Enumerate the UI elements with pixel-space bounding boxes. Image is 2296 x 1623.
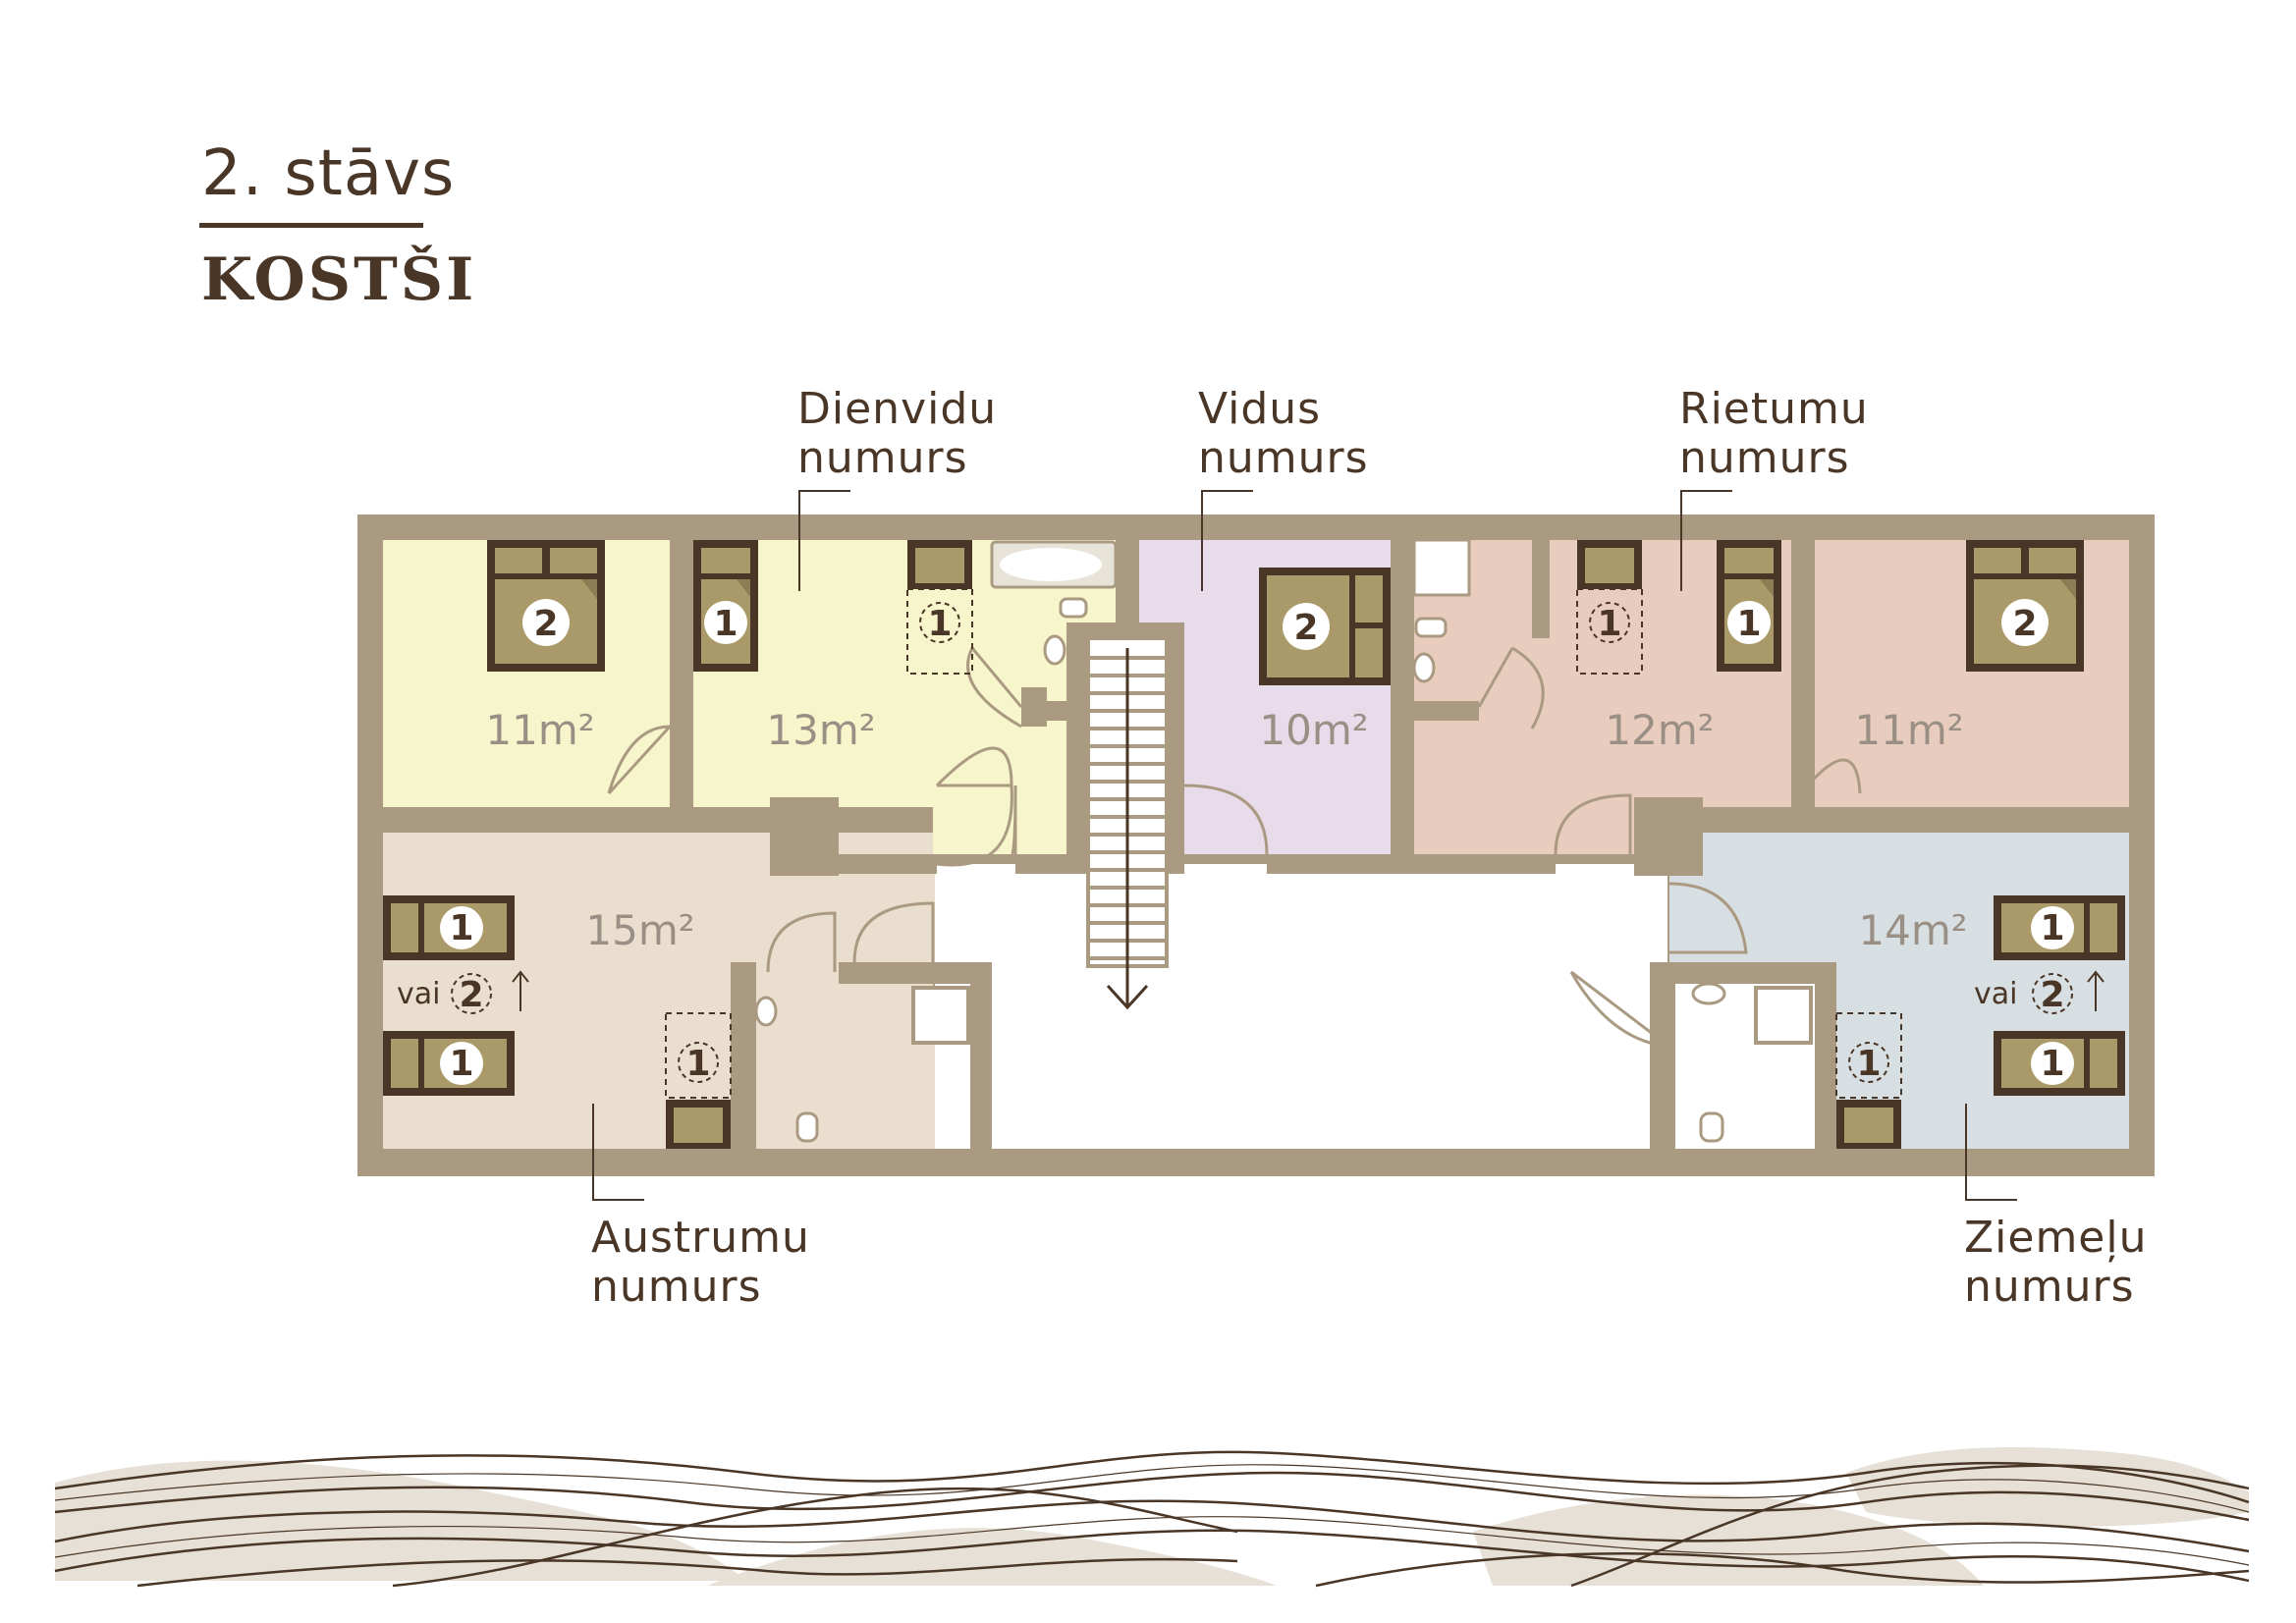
room-label-line: numurs [797, 433, 968, 483]
single-bed-icon [1576, 540, 1643, 675]
area-label: 14m² [1858, 906, 1967, 954]
bed-count-label: 2 [533, 604, 558, 644]
logo: KOSTŠI [201, 245, 477, 314]
bed-count-label: 2 [459, 975, 483, 1015]
room-label-vidus: Vidus numurs [1198, 385, 1369, 483]
or-label: vai [1974, 977, 2017, 1011]
area-label: 11m² [1854, 706, 1963, 754]
room-label-ziemelu: Ziemeļu numurs [1964, 1214, 2147, 1312]
area-label: 15m² [585, 906, 694, 954]
area-label: 12m² [1605, 706, 1714, 754]
area-label: 11m² [485, 706, 594, 754]
bed-count-label: 1 [449, 908, 473, 948]
or-label: vai [397, 977, 440, 1011]
area-label: 10m² [1259, 706, 1368, 754]
decorative-waves [54, 1447, 2250, 1588]
single-bed-icon [906, 540, 973, 675]
bed-count-label: 1 [713, 604, 738, 644]
bed-count-label: 1 [685, 1044, 710, 1084]
room-label-line: numurs [1964, 1262, 2135, 1312]
bed-count-label: 1 [449, 1044, 473, 1084]
bed-count-label: 2 [1293, 608, 1318, 648]
room-label-line: Dienvidu [797, 384, 998, 434]
double-bed-icon [1259, 568, 1391, 685]
room-label-line: Ziemeļu [1964, 1213, 2148, 1263]
bed-count-label: 1 [2040, 908, 2064, 948]
room-label-rietumu: Rietumu numurs [1679, 385, 1869, 483]
bed-count-label: 1 [1597, 604, 1621, 644]
room-label-line: numurs [1679, 433, 1850, 483]
bed-count-label: 2 [2040, 975, 2064, 1015]
single-bed-icon [1835, 1012, 1902, 1149]
bed-count-label: 2 [2012, 604, 2037, 644]
room-label-austrumu: Austrumu numurs [591, 1214, 810, 1312]
room-label-line: Austrumu [591, 1213, 810, 1263]
single-bed-icon [665, 1012, 732, 1149]
bed-count-label: 1 [2040, 1044, 2064, 1084]
page-title: 2. stāvs [201, 137, 456, 210]
room-label-line: numurs [1198, 433, 1369, 483]
room-label-line: Vidus [1198, 384, 1322, 434]
bed-count-label: 1 [1856, 1044, 1881, 1084]
title-underline [199, 223, 423, 228]
area-label: 13m² [766, 706, 875, 754]
bed-count-label: 1 [927, 604, 952, 644]
bed-count-label: 1 [1736, 604, 1761, 644]
room-label-line: numurs [591, 1262, 762, 1312]
room-label-line: Rietumu [1679, 384, 1869, 434]
room-label-dienvidu: Dienvidu numurs [797, 385, 997, 483]
